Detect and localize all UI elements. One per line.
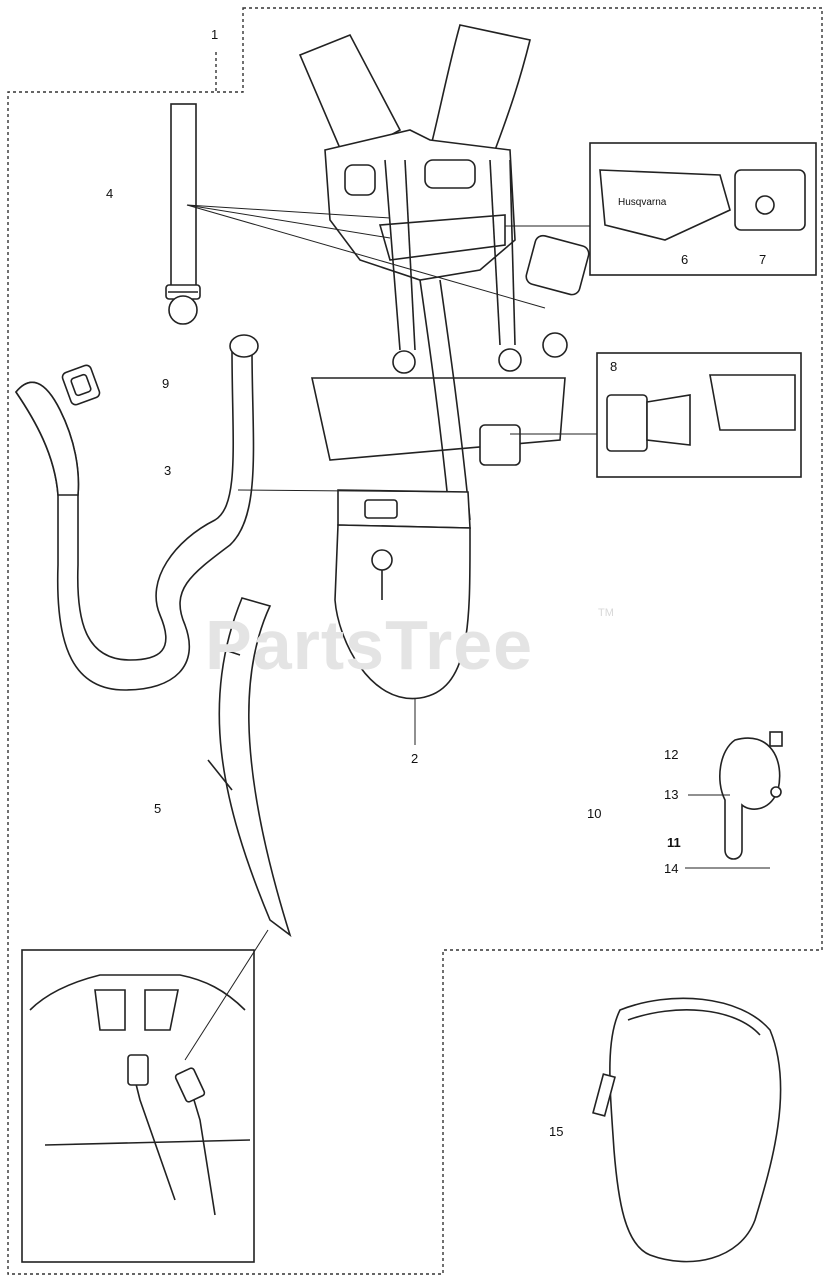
watermark-trademark: TM: [598, 607, 614, 619]
callout-10: 10: [587, 806, 602, 821]
callout-4: 4: [106, 186, 114, 201]
callout-13: 13: [664, 787, 679, 802]
part-11-hook: [719, 731, 783, 860]
callout-11: 11: [667, 835, 681, 850]
leader-lines: [184, 204, 770, 1061]
part-5-pad-strap: [207, 597, 292, 938]
part-15-bag: [592, 997, 782, 1263]
callout-6: 6: [681, 252, 689, 267]
inset-box-8: [596, 352, 802, 478]
watermark: PartsTree: [205, 606, 534, 684]
callout-8: 8: [610, 359, 618, 374]
part-9-buckle: [61, 364, 101, 406]
callout-12: 12: [664, 747, 679, 762]
kit-boundary: [7, 7, 823, 1275]
callout-1: 1: [211, 27, 219, 42]
part-4-strap: [165, 103, 201, 325]
callout-2: 2: [411, 751, 419, 766]
callout-15: 15: [549, 1124, 564, 1139]
part-3-hip-strap: [15, 334, 259, 691]
callout-5: 5: [154, 801, 162, 816]
logo-text-inset: Husqvarna: [618, 197, 667, 208]
inset-box-6-7: [589, 142, 817, 276]
inset-detail: [21, 949, 255, 1263]
part-2-harness: [298, 24, 590, 700]
callout-9: 9: [162, 376, 170, 391]
callout-7: 7: [759, 252, 767, 267]
callout-3: 3: [164, 463, 172, 478]
callout-14: 14: [664, 861, 679, 876]
